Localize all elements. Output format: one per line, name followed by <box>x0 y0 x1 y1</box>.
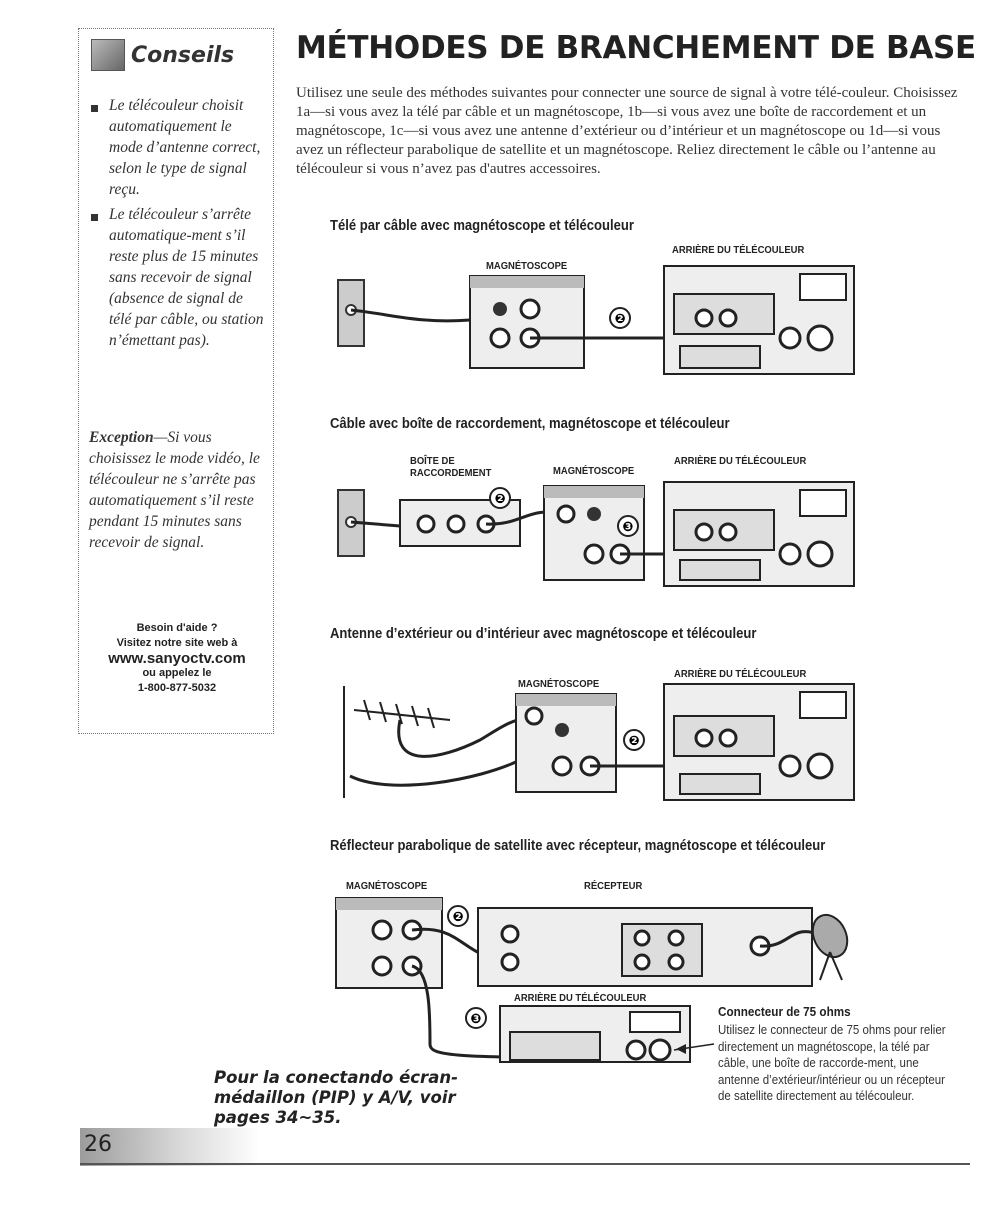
label-tv-back: ARRIÈRE DU TÉLÉCOULEUR <box>514 992 647 1004</box>
connector-title: Connecteur de 75 ohms <box>718 1004 851 1019</box>
section-title-satellite: Réflecteur parabolique de satellite avec… <box>330 838 826 854</box>
section-title-cablebox-vcr: Câble avec boîte de raccordement, magnét… <box>330 416 730 432</box>
diagram-satellite: ❷ ❸ <box>330 894 870 1064</box>
label-cablebox-2: RACCORDEMENT <box>410 467 492 479</box>
exception-note: Exception—Si vous choisissez le mode vid… <box>89 427 265 553</box>
help-box: Besoin d'aide ? Visitez notre site web à… <box>79 621 275 696</box>
diagram-cable-vcr: ❷ <box>330 254 860 380</box>
label-vcr: MAGNÉTOSCOPE <box>518 678 600 690</box>
tips-title: Conseils <box>131 42 235 68</box>
section-title-antenna-vcr: Antenne d’extérieur ou d’intérieur avec … <box>330 626 757 642</box>
step-badge: ❸ <box>622 520 633 535</box>
step-badge: ❷ <box>628 734 639 749</box>
label-tv-back: ARRIÈRE DU TÉLÉCOULEUR <box>674 455 807 467</box>
step-badge: ❸ <box>470 1012 481 1027</box>
help-line: Visitez notre site web à <box>116 637 238 649</box>
label-vcr: MAGNÉTOSCOPE <box>486 260 568 272</box>
phone-number: 1-800-877-5032 <box>137 682 217 694</box>
section-title-cable-vcr: Télé par câble avec magnétoscope et télé… <box>330 218 634 234</box>
label-tv-back: ARRIÈRE DU TÉLÉCOULEUR <box>674 668 807 680</box>
exception-text: —Si vous choisissez le mode vidéo, le té… <box>89 429 260 551</box>
label-cablebox-1: BOÎTE DE <box>410 455 455 467</box>
tip-item: Le télécouleur choisit automatiquement l… <box>89 95 265 200</box>
tips-icon <box>91 39 125 71</box>
help-line: ou appelez le <box>142 667 212 679</box>
label-vcr: MAGNÉTOSCOPE <box>553 465 635 477</box>
intro-paragraph: Utilisez une seule des méthodes suivante… <box>296 85 958 177</box>
page-title: MÉTHODES DE BRANCHEMENT DE BASE <box>296 30 976 66</box>
tip-item: Le télécouleur s’arrête automatique-ment… <box>89 204 265 351</box>
tips-header: Conseils <box>91 39 234 71</box>
pip-note: Pour la conectando écran-médaillon (PIP)… <box>214 1068 458 1127</box>
website-link[interactable]: www.sanyoctv.com <box>108 650 246 667</box>
step-badge: ❷ <box>494 492 505 507</box>
label-vcr: MAGNÉTOSCOPE <box>346 880 428 892</box>
label-receiver: RÉCEPTEUR <box>584 880 643 892</box>
diagram-cablebox-vcr: ❷ ❸ <box>330 470 860 592</box>
exception-label: Exception <box>89 429 154 446</box>
tips-list: Le télécouleur choisit automatiquement l… <box>89 95 265 355</box>
step-badge: ❷ <box>614 312 625 327</box>
step-badge: ❷ <box>452 910 463 925</box>
tips-sidebar: Conseils Le télécouleur choisit automati… <box>78 28 274 734</box>
help-line: Besoin d'aide ? <box>136 622 218 634</box>
footer-rule <box>80 1163 970 1165</box>
diagram-antenna-vcr: ❷ <box>330 680 860 804</box>
page-number: 26 <box>84 1132 112 1157</box>
label-tv-back: ARRIÈRE DU TÉLÉCOULEUR <box>672 244 805 256</box>
page-number-tab: 26 <box>80 1128 260 1166</box>
connector-text: Utilisez le connecteur de 75 ohms pour r… <box>718 1023 946 1103</box>
